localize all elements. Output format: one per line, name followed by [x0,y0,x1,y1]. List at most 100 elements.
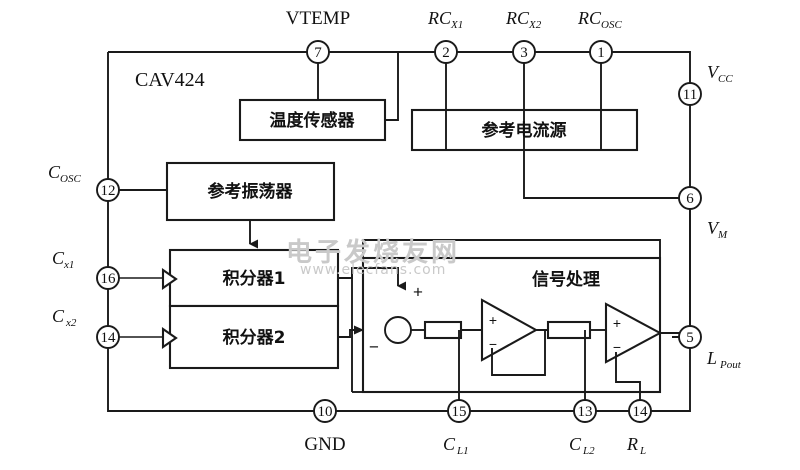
pin-label-cx2-sub: x2 [65,317,77,329]
pin-label-cosc: COSC [48,162,81,185]
pin-6[interactable]: 6 [678,186,702,210]
svg-text:CL1: CL1 [443,434,469,457]
pin-15-number: 15 [452,404,467,420]
chip-name-label: CAV424 [135,69,205,91]
pin-label-rcx1: RCX1 [427,8,463,31]
pin-leads [118,62,691,338]
pin-label-vcc-main: V [707,62,720,82]
pin-14-left-number: 14 [101,330,117,346]
pin-label-lpout-main: L [706,348,717,368]
pin-label-rl-main: R [626,434,638,454]
pin-11-number: 11 [683,87,697,103]
pin-label-vcc-sub: CC [718,73,733,85]
block-ref-osc[interactable] [165,161,336,222]
integrator-input-arrows [161,267,178,350]
pin-7[interactable]: 7 [306,40,330,64]
pin-13[interactable]: 13 [573,399,597,423]
pin-15[interactable]: 15 [447,399,471,423]
block-temp-sensor[interactable] [238,98,387,142]
pin-label-rcx2-main: RC [505,8,530,28]
pin-label-cl1-sub: L1 [456,445,469,457]
opamp2-plus-sign: + [613,315,621,331]
pin-label-vcc: VCC [707,62,733,85]
svg-text:Cx2: Cx2 [52,306,77,329]
pin-label-vm-sub: M [717,229,728,241]
pin-label-rl-sub: L [639,445,646,457]
svg-text:RCX2: RCX2 [505,8,542,31]
svg-text:RCX1: RCX1 [427,8,463,31]
svg-text:CL2: CL2 [569,434,595,457]
pin-13-number: 13 [578,404,593,420]
pin-label-rcx2: RCX2 [505,8,542,31]
pin-10[interactable]: 10 [313,399,337,423]
svg-text:COSC: COSC [48,162,81,185]
pin-2-number: 2 [442,45,450,61]
pin-label-rcosc-main: RC [577,8,602,28]
pin-label-vm: VM [707,218,728,241]
pin-label-gnd: GND [304,434,345,455]
pin-12-number: 12 [101,183,116,199]
opamp1-plus-sign: + [489,312,497,328]
opamp2-minus-sign: − [613,339,621,355]
pin-12[interactable]: 12 [96,178,120,202]
block-integrator-2[interactable] [168,304,340,370]
pin-label-rcosc: RCOSC [577,8,622,31]
summing-node [384,316,412,344]
block-integrator-1[interactable] [168,248,340,308]
internal-wiring [249,52,691,412]
pin-label-cl2-main: C [569,434,582,454]
signal-processing-label: 信号处理 [532,269,600,290]
sum-plus-sign: + [413,283,423,302]
pin-label-cl2-sub: L2 [582,445,595,457]
pin-label-cl1-main: C [443,434,456,454]
pin-label-cx1: Cx1 [52,248,74,271]
svg-text:RCOSC: RCOSC [577,8,622,31]
pin-label-cx1-sub: x1 [63,259,74,271]
pin-14-bottom-number: 14 [633,404,649,420]
pin-14-bottom[interactable]: 14 [628,399,652,423]
pin-3-number: 3 [520,45,528,61]
integrator-2-label: 积分器2 [223,328,286,348]
pin-label-rcx1-main: RC [427,8,452,28]
pin-label-cx1-main: C [52,248,65,268]
pin-label-vtemp: VTEMP [286,8,350,29]
pin-1[interactable]: 1 [589,40,613,64]
pin-2[interactable]: 2 [434,40,458,64]
svg-text:VM: VM [707,218,728,241]
pin-7-number: 7 [314,45,322,61]
svg-text:RL: RL [626,434,646,457]
pin-6-number: 6 [686,191,694,207]
pin-3[interactable]: 3 [512,40,536,64]
sum-minus-sign: − [369,338,379,357]
pin-1-number: 1 [597,45,605,61]
integrator-1-label: 积分器1 [223,269,286,289]
pin-5[interactable]: 5 [678,325,702,349]
ref-osc-label: 参考振荡器 [208,181,294,202]
pin-label-cx2-main: C [52,306,65,326]
pin-11[interactable]: 11 [678,82,702,106]
svg-text:Cx1: Cx1 [52,248,74,271]
pin-label-vm-main: V [707,218,720,238]
pin-label-lpout-sub: Pout [719,359,742,371]
pin-14-left[interactable]: 14 [96,325,120,349]
ref-current-label: 参考电流源 [482,120,567,141]
svg-text:VCC: VCC [707,62,733,85]
pin-16-number: 16 [101,271,117,287]
pin-label-rcosc-sub: OSC [601,19,622,31]
pin-label-cosc-main: C [48,162,61,182]
opamp1-minus-sign: − [489,336,497,352]
pin-label-rcx2-sub: X2 [528,19,542,31]
pin-label-rcx1-sub: X1 [450,19,463,31]
pin-markers: 7 2 3 1 11 6 5 [96,40,702,423]
temp-sensor-label: 温度传感器 [270,110,356,131]
pin-5-number: 5 [686,330,694,346]
pin-16[interactable]: 16 [96,266,120,290]
